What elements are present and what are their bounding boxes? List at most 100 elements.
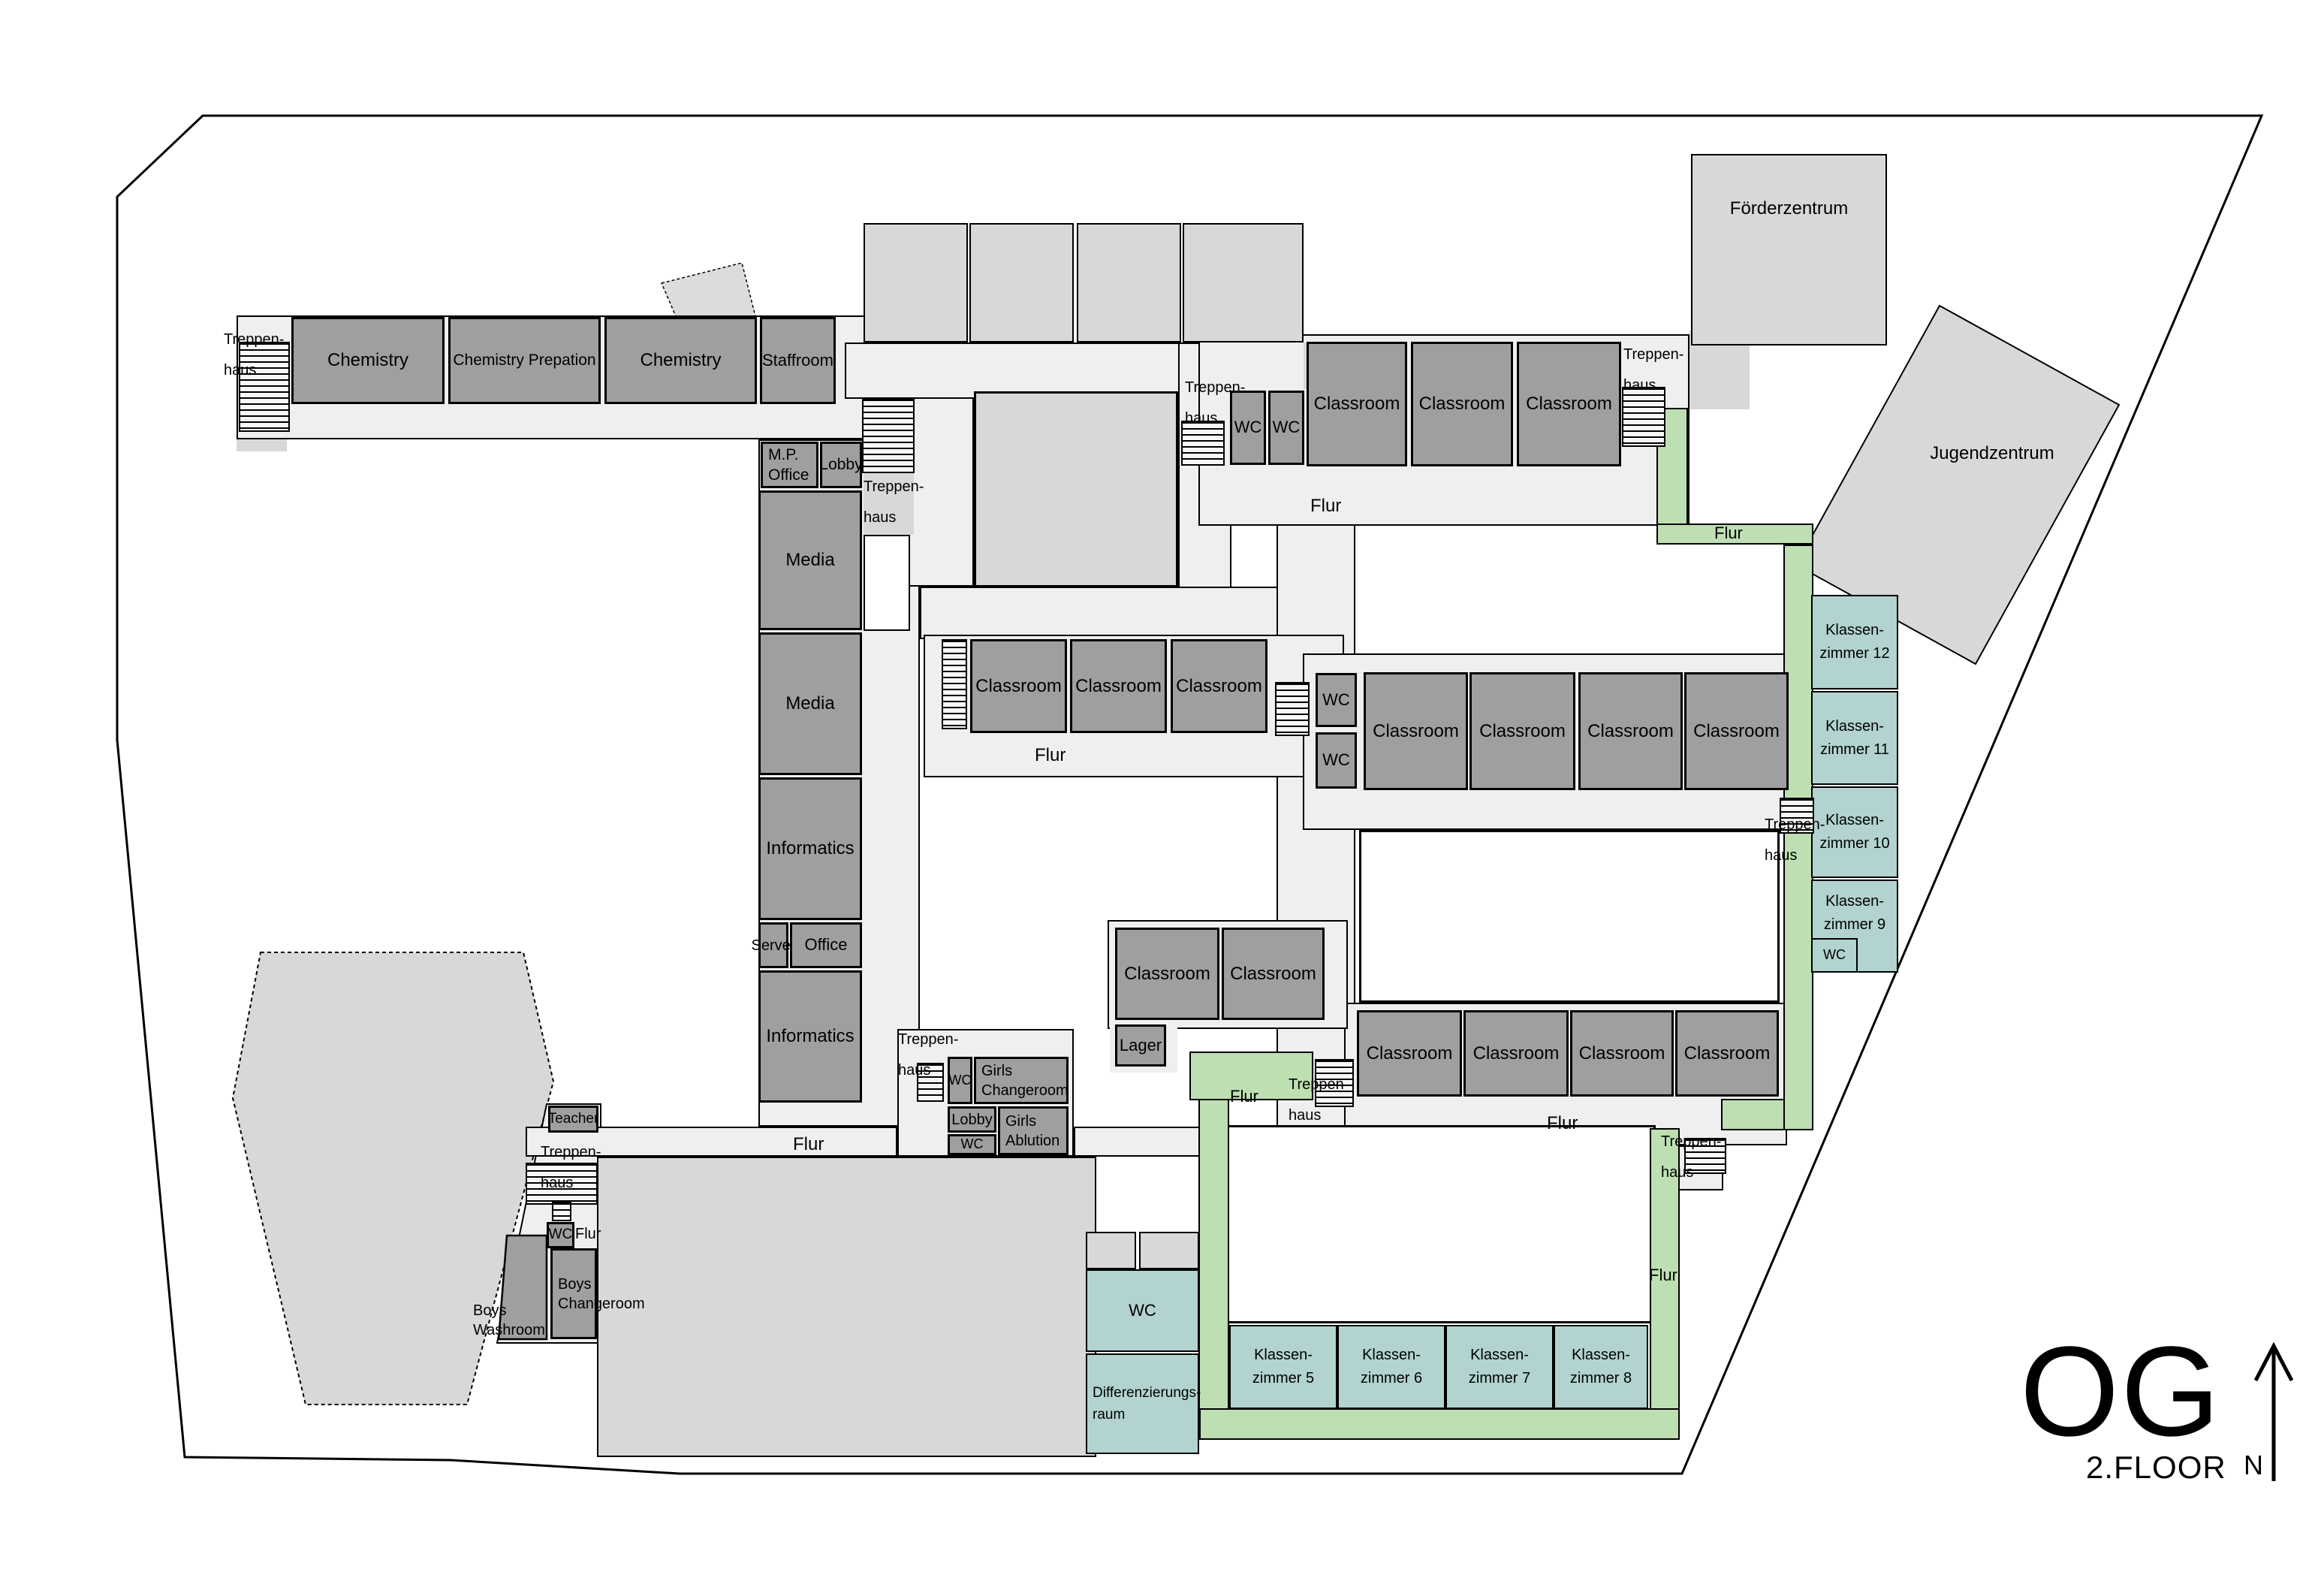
label-flur-southwest: Flur — [575, 1226, 601, 1242]
stub-below-stair-nw — [237, 439, 287, 451]
room-classroom-n2: Classroom — [1411, 342, 1513, 466]
corridor-hall-south — [920, 587, 1344, 639]
room-chemistry-prepation: Chemistry Prepation — [448, 317, 601, 404]
flur-green-north-band — [1656, 524, 1813, 545]
gray-stub-above-wc-1 — [1086, 1232, 1136, 1269]
room-boys-changeroom: Boys Changeroom — [550, 1248, 645, 1339]
room-classroom-e3: Classroom — [1578, 672, 1683, 790]
north-arrow-head — [2253, 1341, 2294, 1382]
gray-stub-above-wc-2 — [1139, 1232, 1199, 1269]
label-treppenhaus-se: Treppen- haus — [1661, 1133, 1722, 1181]
label-treppenhaus-ne: Treppen- haus — [1623, 346, 1684, 394]
room-classroom-c2: Classroom — [1222, 928, 1325, 1020]
room-wc-girls-bottom: WC — [948, 1134, 996, 1155]
room-differenzierungsraum: Differenzierungs- raum — [1086, 1353, 1201, 1454]
room-wc-south: WC — [1086, 1269, 1199, 1352]
label-flur-north-middle: Flur — [1310, 496, 1342, 516]
room-classroom-e1: Classroom — [1364, 672, 1468, 790]
stairs-center — [1315, 1059, 1354, 1107]
flur-green-ring-west — [1198, 1099, 1229, 1410]
room-chemistry-1: Chemistry — [291, 317, 445, 404]
room-teacher: Teacher — [548, 1106, 598, 1133]
room-wc-klassen-col: WC — [1811, 938, 1858, 973]
jugendzentrum-building — [1795, 304, 2121, 665]
label-flur-east-lower: Flur — [1547, 1113, 1578, 1133]
room-girls-changeroom: Girls Changeroom — [974, 1057, 1069, 1104]
label-flur-green-right: Flur — [1649, 1266, 1677, 1284]
stairs-north-center — [862, 398, 915, 473]
room-media-2: Media — [758, 632, 862, 775]
label-treppenhaus-center: Treppen- haus — [1289, 1076, 1349, 1124]
room-klassenzimmer-11: Klassen- zimmer 11 — [1811, 691, 1898, 785]
room-classroom-e2: Classroom — [1469, 672, 1575, 790]
label-treppenhaus-east-column: Treppen- haus — [1765, 816, 1825, 864]
roof-south-block — [597, 1157, 1096, 1457]
room-wc-east-1: WC — [1316, 673, 1357, 727]
room-lager: Lager — [1115, 1024, 1166, 1067]
top-box-1 — [864, 223, 968, 342]
room-classroom-c1: Classroom — [1115, 928, 1219, 1020]
room-foerderzentrum: Förderzentrum — [1691, 154, 1887, 345]
room-classroom-s3: Classroom — [1570, 1010, 1674, 1097]
room-media-1: Media — [758, 490, 862, 630]
floor-code-title: OG — [2020, 1320, 2222, 1463]
room-chemistry-2: Chemistry — [604, 317, 757, 404]
sports-hall-outline — [231, 952, 555, 1405]
flur-green-ring-east — [1650, 1128, 1680, 1410]
room-mp-office: M.P. Office — [761, 442, 818, 488]
label-treppenhaus-hall-east: Treppen- haus — [1185, 379, 1246, 427]
room-wc-girls-top: WC — [948, 1057, 972, 1104]
stairs-northwest — [239, 342, 290, 432]
room-informatics-1: Informatics — [758, 777, 862, 920]
top-box-4 — [1183, 223, 1304, 342]
room-classroom-m3: Classroom — [1171, 639, 1267, 733]
room-server: Server — [752, 922, 795, 968]
courtyard-south — [1227, 1125, 1656, 1323]
room-classroom-m2: Classroom — [1070, 639, 1167, 733]
room-wc-north-2: WC — [1268, 391, 1304, 465]
label-treppenhaus-n-center: Treppen- haus — [864, 478, 924, 526]
room-klassenzimmer-7: Klassen- zimmer 7 — [1445, 1325, 1554, 1409]
flur-green-center-blob — [1189, 1052, 1313, 1100]
property-boundary — [116, 114, 2264, 1475]
stairs-east-column — [1780, 798, 1814, 834]
room-informatics-2: Informatics — [758, 970, 862, 1103]
stairs-southeast — [1684, 1138, 1726, 1174]
floor-number-label: 2.FLOOR — [2086, 1450, 2226, 1485]
room-klassenzimmer-8: Klassen- zimmer 8 — [1554, 1325, 1648, 1409]
label-flur-green-top: Flur — [1714, 524, 1743, 542]
room-boys-washroom — [497, 1234, 548, 1341]
room-classroom-s4: Classroom — [1675, 1010, 1779, 1097]
stairs-column-south — [917, 1063, 944, 1102]
room-classroom-e4: Classroom — [1684, 672, 1789, 790]
label-flur-green-center: Flur — [1230, 1087, 1258, 1106]
north-compass-label: N — [2244, 1450, 2263, 1480]
room-klassenzimmer-10: Klassen- zimmer 10 — [1811, 786, 1898, 878]
white-cut-column — [864, 535, 910, 631]
room-klassenzimmer-6: Klassen- zimmer 6 — [1337, 1325, 1445, 1409]
room-wc-southwest: WC — [547, 1222, 574, 1248]
label-jugendzentrum: Jugendzentrum — [1930, 443, 2054, 463]
room-girls-ablution: Girls Ablution — [998, 1106, 1069, 1155]
label-treppenhaus-column-south: Treppen- haus — [898, 1031, 959, 1079]
corridor-top-connector — [845, 342, 1201, 399]
roof-wedge — [660, 262, 756, 317]
room-lobby-north: Lobby — [819, 442, 863, 488]
room-classroom-m1: Classroom — [970, 639, 1067, 733]
room-classroom-s2: Classroom — [1463, 1010, 1569, 1097]
room-klassenzimmer-5: Klassen- zimmer 5 — [1229, 1325, 1337, 1409]
stairs-east-wing — [1275, 682, 1310, 736]
stairs-southwest-b — [552, 1202, 571, 1221]
label-treppenhaus-nw: Treppen- haus — [224, 331, 285, 379]
flur-green-ring-south — [1199, 1408, 1680, 1440]
label-flur-middle-wing: Flur — [1035, 745, 1066, 765]
room-classroom-s1: Classroom — [1357, 1010, 1462, 1097]
label-boys-washroom: Boys Washroom — [473, 1302, 545, 1338]
stairs-northeast — [1622, 387, 1665, 447]
room-office: Office — [790, 922, 862, 968]
room-klassenzimmer-12: Klassen- zimmer 12 — [1811, 595, 1898, 689]
room-wc-north-1: WC — [1230, 391, 1266, 465]
stairs-hall-east — [1181, 421, 1225, 466]
